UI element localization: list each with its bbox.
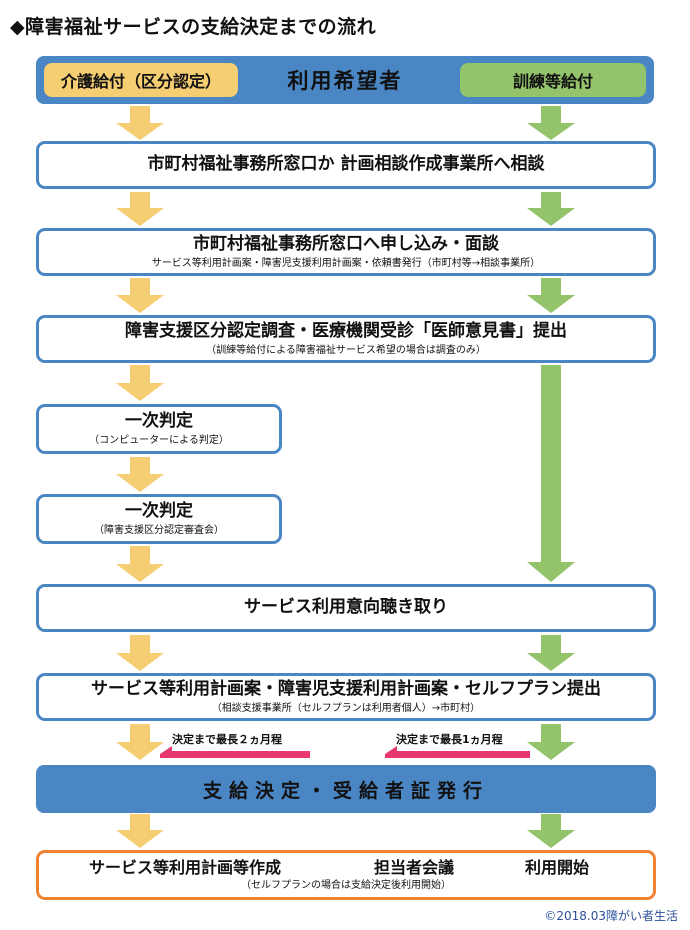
apply-step: 市町村福祉事務所窓口へ申し込み・面談 サービス等利用計画案・障害児支援利用計画案…: [36, 228, 656, 276]
left-duration-note: 決定まで最長２ヵ月程: [172, 733, 282, 746]
plan-submit-step: サービス等利用計画案・障害児支援利用計画案・セルフプラン提出 （相談支援事業所（…: [36, 673, 656, 721]
green-down-arrow: [527, 814, 575, 848]
green-down-arrow: [527, 278, 575, 313]
applicant-label: 利用希望者: [287, 69, 403, 93]
yellow-down-arrow: [116, 278, 164, 313]
survey-subtext: （訓練等給付による障害福祉サービス希望の場合は調査のみ）: [206, 344, 486, 356]
apply-text: 市町村福祉事務所窓口へ申し込み・面談: [193, 234, 499, 255]
yellow-down-arrow: [116, 106, 164, 140]
final-subtext: （セルフプランの場合は支給決定後利用開始）: [241, 879, 451, 891]
final-step: サービス等利用計画等作成 担当者会議 利用開始 （セルフプランの場合は支給決定後…: [36, 850, 656, 900]
first-judgment-step: 一次判定 （コンピューターによる判定）: [36, 404, 282, 454]
hearing-text: サービス利用意向聴き取り: [244, 597, 448, 618]
pink-left-arrow: [385, 746, 530, 758]
green-down-arrow: [527, 635, 575, 671]
second-judgment-step: 一次判定 （障害支援区分認定審査会）: [36, 494, 282, 544]
green-long-down-arrow: [527, 365, 575, 582]
copyright: ©2018.03障がい者生活: [544, 909, 678, 923]
care-benefit-label: 介護給付（区分認定）: [44, 63, 238, 97]
service-start-text: 利用開始: [524, 858, 589, 878]
first-judgment-text: 一次判定: [125, 411, 193, 432]
apply-subtext: サービス等利用計画案・障害児支援利用計画案・依頼書発行（市町村等→相談事業所）: [151, 257, 541, 269]
yellow-down-arrow: [116, 814, 164, 848]
right-duration-note: 決定まで最長1ヵ月程: [396, 733, 503, 746]
survey-text: 障害支援区分認定調査・医療機関受診「医師意見書」提出: [125, 321, 567, 342]
second-judgment-text: 一次判定: [125, 501, 193, 522]
plan-create-text: サービス等利用計画等作成: [88, 858, 281, 878]
training-benefit-label: 訓練等給付: [460, 63, 646, 97]
yellow-down-arrow: [116, 192, 164, 226]
second-judgment-subtext: （障害支援区分認定審査会）: [94, 524, 224, 536]
plan-submit-subtext: （相談支援事業所（セルフプランは利用者個人）→市町村）: [211, 702, 481, 714]
final-flow: サービス等利用計画等作成 担当者会議 利用開始: [89, 858, 602, 878]
survey-step: 障害支援区分認定調査・医療機関受診「医師意見書」提出 （訓練等給付による障害福祉…: [36, 315, 656, 363]
yellow-down-arrow: [116, 724, 164, 760]
meeting-text: 担当者会議: [373, 858, 454, 878]
green-down-arrow: [527, 106, 575, 140]
yellow-down-arrow: [116, 635, 164, 671]
consult-step: 市町村福祉事務所窓口か 計画相談作成事業所へ相談: [36, 141, 656, 189]
yellow-down-arrow: [116, 546, 164, 582]
yellow-down-arrow: [116, 457, 164, 492]
green-down-arrow: [527, 192, 575, 226]
plan-submit-text: サービス等利用計画案・障害児支援利用計画案・セルフプラン提出: [91, 679, 601, 700]
first-judgment-subtext: （コンピューターによる判定）: [89, 434, 229, 446]
decision-bar: 支給決定・受給者証発行: [36, 765, 656, 813]
green-down-arrow: [527, 724, 575, 760]
pink-left-arrow: [160, 746, 310, 758]
consult-text: 市町村福祉事務所窓口か 計画相談作成事業所へ相談: [147, 154, 545, 175]
yellow-down-arrow: [116, 365, 164, 401]
hearing-step: サービス利用意向聴き取り: [36, 584, 656, 632]
header-bar: 利用希望者 介護給付（区分認定） 訓練等給付: [36, 56, 654, 104]
page-title: ◆障害福祉サービスの支給決定までの流れ: [10, 16, 377, 38]
